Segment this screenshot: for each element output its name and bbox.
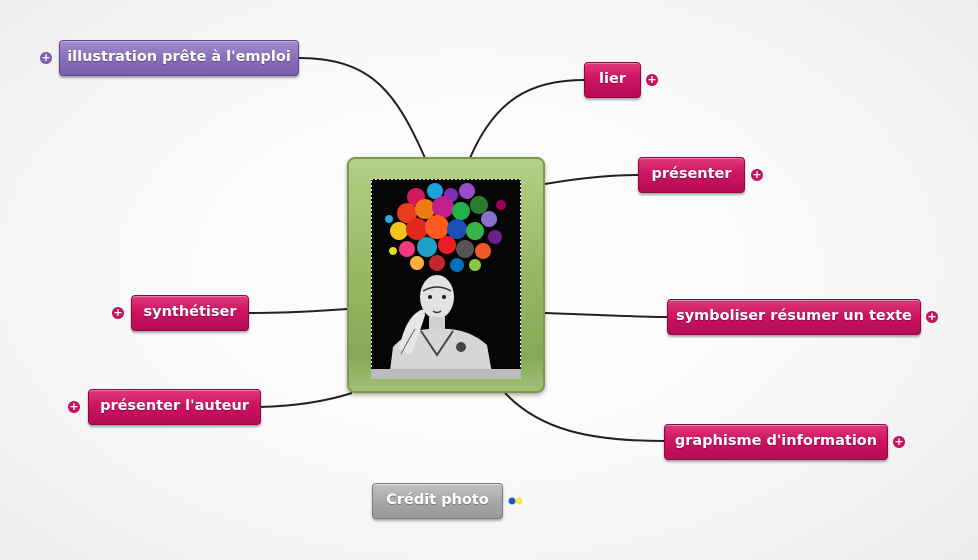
branch-illustration-label: illustration prête à l'emploi [67, 49, 291, 65]
branch-auteur-label: présenter l'auteur [100, 398, 249, 414]
central-node[interactable] [347, 157, 545, 393]
connector-graphisme [504, 392, 665, 442]
branch-symboliser-node[interactable]: symboliser résumer un texte [667, 299, 921, 335]
credit-photo-label: Crédit photo [386, 492, 489, 508]
connector-symboliser [544, 312, 668, 318]
credit-photo-node[interactable]: Crédit photo [372, 483, 503, 519]
branch-graphisme-node[interactable]: graphisme d'information [664, 424, 888, 460]
expand-illustration-button[interactable]: + [40, 51, 52, 64]
connector-lier [469, 79, 585, 159]
blue-yellow-dots-icon[interactable] [508, 496, 526, 506]
connector-illustration [297, 57, 426, 159]
branch-graphisme-label: graphisme d'information [674, 433, 878, 449]
branch-auteur-node[interactable]: présenter l'auteur [88, 389, 261, 425]
branch-presenter-node[interactable]: présenter [638, 157, 745, 193]
expand-symboliser-button[interactable]: + [926, 310, 938, 323]
branch-synthetiser-node[interactable]: synthétiser [131, 295, 249, 331]
expand-auteur-button[interactable]: + [68, 400, 80, 413]
expand-lier-button[interactable]: + [646, 73, 658, 86]
expand-synthetiser-button[interactable]: + [112, 306, 124, 319]
branch-lier-label: lier [599, 71, 626, 87]
connector-presenter [544, 174, 639, 185]
expand-presenter-button[interactable]: + [751, 168, 763, 181]
connector-auteur [259, 392, 353, 408]
branch-synthetiser-label: synthétiser [143, 304, 237, 320]
connector-synthetiser [248, 308, 348, 314]
branch-presenter-label: présenter [651, 166, 732, 182]
expand-graphisme-button[interactable]: + [893, 435, 905, 448]
branch-symboliser-label: symboliser résumer un texte [676, 308, 912, 324]
branch-illustration-node[interactable]: illustration prête à l'emploi [59, 40, 299, 76]
branch-lier-node[interactable]: lier [584, 62, 641, 98]
portrait-with-colorful-splashes-illustration [371, 179, 521, 379]
